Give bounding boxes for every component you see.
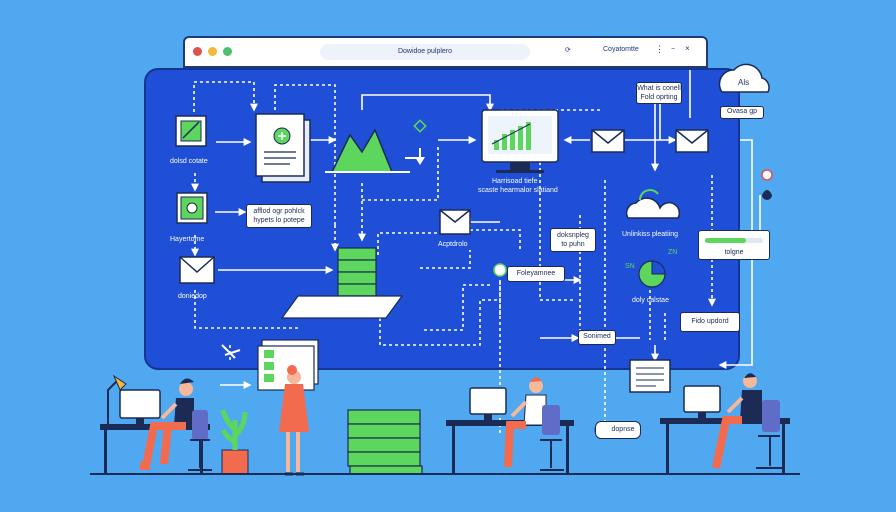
envelope-icon-1 [591, 129, 625, 153]
cloud-icon-top [718, 63, 770, 93]
platform-icon [280, 295, 404, 319]
left-node-image-icon [175, 115, 207, 147]
envelope-icon-2 [675, 129, 709, 153]
dokeprog-line2: to puhn [561, 241, 585, 248]
what-is-line1: What is conell [637, 85, 681, 92]
person-left [140, 378, 212, 471]
label-zn: ZN [668, 249, 678, 256]
fido-updord-tag[interactable]: Fido updord [680, 312, 740, 332]
label-acptdrolo: Acptdrolo [438, 241, 468, 248]
dokeprog-box[interactable]: doksnpleg to puhn [550, 228, 596, 252]
left-node-settings-icon [176, 192, 208, 224]
label-doly-calstae: doly calstae [632, 297, 669, 304]
tolgne-label: tolgne [724, 249, 744, 256]
minimize-window-dot[interactable] [208, 47, 217, 56]
more-icon[interactable]: ⋮ [655, 44, 664, 54]
maximize-window-dot[interactable] [223, 47, 232, 56]
tolgne-panel[interactable]: tolgne [698, 230, 770, 260]
label-sn: SN [625, 263, 635, 270]
document-stack-icon [255, 113, 311, 183]
sync-icon[interactable]: ⟳ [565, 47, 571, 54]
person-middle [504, 377, 564, 471]
center-envelope-icon [439, 209, 471, 235]
sonimed-tag[interactable]: Sonimed [578, 330, 616, 345]
analytics-monitor-icon [481, 109, 559, 173]
person-right [712, 373, 782, 469]
mountain-chart-icon [325, 119, 427, 173]
dopnse-tag[interactable]: dopnse [595, 421, 641, 439]
ovasa-tag[interactable]: Ovasa gp [720, 106, 764, 119]
dokeprog-line1: doksnpleg [557, 232, 589, 239]
paper-stack-icon [257, 339, 319, 391]
browser-window-bar: Dowidoe pulplero Coyatomtte ⟳ ⋮ − × [183, 36, 708, 68]
close-window-dot[interactable] [193, 47, 202, 56]
affiliate-box-line1: afflod ogr pohlck [253, 208, 305, 215]
address-bar[interactable]: Dowidoe pulplero [320, 44, 530, 60]
minimize-icon[interactable]: − [671, 46, 676, 53]
label-scaste: scaste hearmalor slatiand [478, 187, 558, 194]
cloud-icon-middle [625, 189, 681, 219]
cloud-label: Als [738, 78, 750, 87]
tolgne-progress-fill [705, 238, 746, 243]
label-dolsd-cotate: dolsd cotate [170, 158, 208, 165]
label-unlinkiss: Unlinkiss pleatiing [622, 231, 679, 238]
refresh-icon [493, 263, 507, 277]
pie-chart-icon [638, 260, 666, 288]
affiliate-box[interactable]: afflod ogr pohlck hypets lo potepe [246, 204, 312, 228]
workflow-board [144, 68, 740, 370]
alert-icon [761, 169, 773, 181]
affiliate-box-line2: hypets lo potepe [253, 217, 305, 224]
server-stack-bottom [347, 409, 423, 475]
what-is-line2: Fold oprting [640, 94, 678, 101]
server-stack-center [337, 247, 377, 309]
close-icon[interactable]: × [685, 44, 690, 53]
drop-icon [762, 190, 772, 200]
foyapmise-tag[interactable]: Foleyamnee [507, 266, 565, 282]
pen-icon [221, 344, 241, 359]
what-is-box[interactable]: What is conell Fold oprting [636, 82, 682, 104]
left-envelope-icon [179, 256, 215, 284]
browser-right-label: Coyatomtte [603, 46, 639, 53]
label-harrisoad: Harrisoad tiefe [492, 178, 538, 185]
label-hayertome: Hayertome [170, 236, 205, 243]
plant-icon [220, 409, 249, 475]
label-doniedop: doniedop [178, 293, 207, 300]
report-document-icon [629, 359, 671, 393]
tolgne-progress-track [705, 238, 763, 243]
